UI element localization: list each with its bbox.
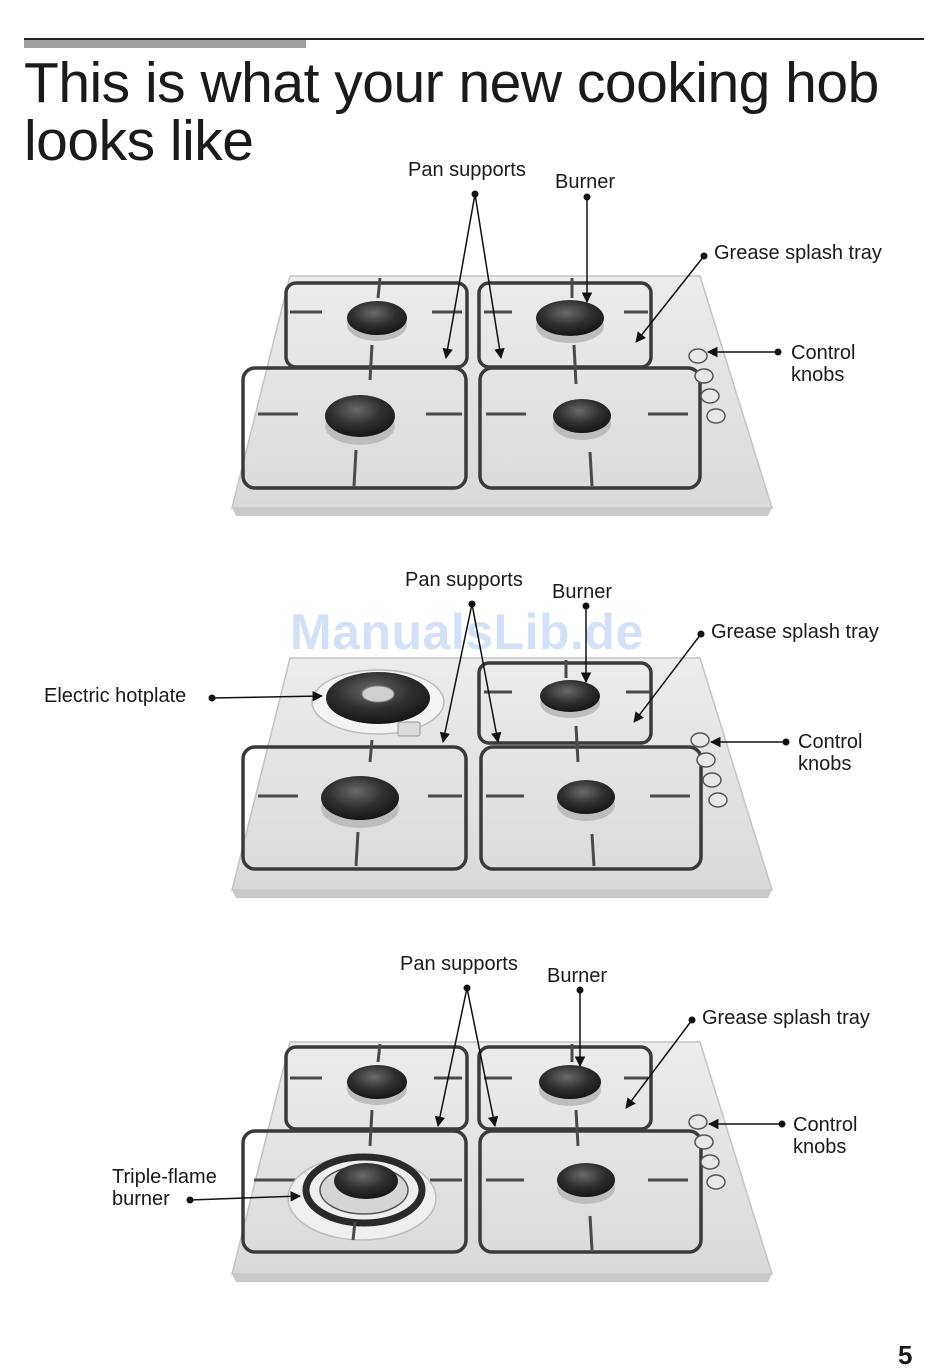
burner-front-right bbox=[557, 780, 615, 821]
burner-front-left bbox=[325, 395, 395, 445]
burner-front-right bbox=[557, 1163, 615, 1204]
burner-front-left bbox=[321, 776, 399, 828]
hob-diagram-1 bbox=[232, 191, 782, 517]
triple-flame-burner bbox=[288, 1156, 436, 1240]
burner-back-right bbox=[536, 300, 604, 343]
burner-back-left bbox=[347, 301, 407, 341]
burner-back-right bbox=[539, 1065, 601, 1106]
burner-front-right bbox=[553, 399, 611, 440]
hob-diagram-2 bbox=[209, 601, 790, 899]
burner-back-right bbox=[540, 680, 600, 718]
burner-back-left bbox=[347, 1065, 407, 1105]
hob-diagram-3 bbox=[187, 985, 786, 1283]
